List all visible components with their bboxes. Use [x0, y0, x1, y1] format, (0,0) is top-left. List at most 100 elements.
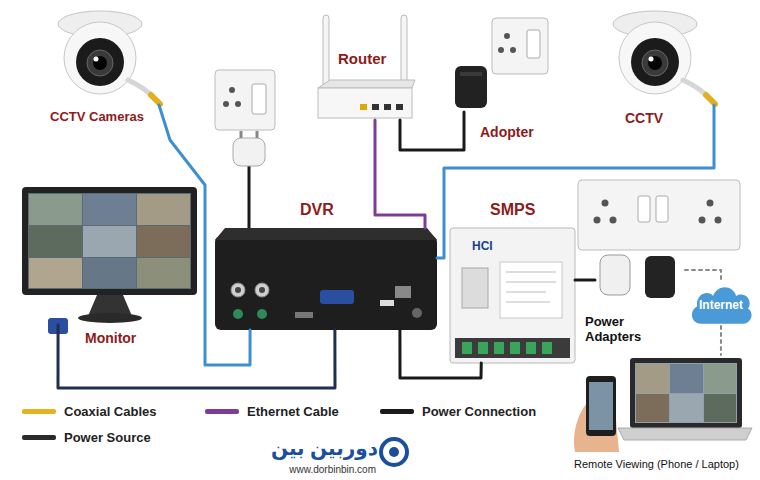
watermark-text: www.dorbinbin.com — [289, 464, 376, 475]
socket-panel-symbol — [715, 217, 722, 224]
smps-symbol — [462, 342, 472, 354]
legend-row: Power Connection — [380, 404, 536, 419]
smps-box: SMPSHCI — [450, 228, 575, 363]
component-label: DVR — [300, 201, 334, 219]
smps-symbol — [450, 228, 575, 363]
left-camera-symbol — [58, 11, 160, 104]
router-symbol — [396, 104, 403, 110]
legend-text: Power Source — [64, 430, 151, 445]
monitor-symbol — [88, 295, 132, 316]
dvr-symbol — [215, 228, 437, 330]
monitor-symbol — [137, 194, 190, 225]
cable-connector — [400, 112, 464, 150]
router-symbol — [372, 104, 379, 110]
socket-panel-symbol — [578, 180, 740, 250]
wall-socket-symbol — [223, 101, 229, 107]
dvr-box: DVR — [215, 228, 437, 330]
legend-swatch — [380, 409, 414, 414]
adapter-symbol — [455, 66, 487, 108]
router-symbol — [401, 15, 407, 85]
dvr-symbol — [233, 309, 243, 319]
wall-socket-symbol — [498, 47, 504, 53]
wall-socket-symbol — [492, 18, 548, 74]
dvr-symbol — [259, 287, 265, 293]
watermark-text: دوربین بین — [271, 436, 378, 460]
smps-symbol — [506, 292, 546, 293]
monitor-symbol — [22, 187, 197, 295]
monitor-symbol — [29, 226, 82, 257]
cable-connector — [437, 105, 714, 258]
remote-device-symbol — [630, 358, 742, 428]
component-label: CCTV Cameras — [50, 110, 144, 125]
socket-panel-symbol — [602, 200, 609, 207]
dvr-symbol — [235, 287, 241, 293]
monitor-symbol — [28, 193, 191, 289]
wall-socket-symbol — [527, 30, 540, 58]
remote-device-symbol — [670, 394, 703, 422]
camera-box: CCTV — [600, 10, 720, 105]
dvr-symbol — [231, 283, 245, 297]
component-label: Remote Viewing (Phone / Laptop) — [574, 458, 739, 471]
smps-symbol — [506, 302, 550, 303]
socket-panel-symbol — [699, 217, 706, 224]
socket-panel-symbol — [707, 200, 714, 207]
wall-socket-symbol — [215, 70, 275, 228]
monitor-symbol — [22, 187, 197, 334]
router-symbol — [318, 80, 415, 88]
cable-connector — [685, 270, 721, 282]
component-label: Router — [338, 50, 386, 67]
remote-device-symbol — [589, 382, 613, 430]
legend-text: Coaxial Cables — [64, 404, 157, 419]
logo-symbol — [389, 447, 399, 457]
component-label: Adopter — [480, 124, 534, 140]
power-adapter-symbol — [645, 256, 675, 298]
remote-device-symbol — [635, 363, 737, 423]
component-label: HCI — [472, 240, 493, 254]
legend-row: Power Source — [22, 430, 151, 445]
monitor-symbol — [83, 258, 136, 288]
adapter-box: Power Adapters — [595, 255, 685, 305]
remote-device-symbol — [636, 394, 669, 422]
dvr-symbol — [395, 286, 411, 298]
right-camera-symbol — [613, 11, 715, 104]
wall-socket-symbol — [215, 70, 275, 130]
remote-device-symbol — [636, 364, 669, 393]
cable-connector — [58, 325, 335, 388]
left-camera-symbol — [58, 11, 160, 104]
logo-symbol — [381, 439, 407, 465]
socket-panel-symbol — [578, 180, 740, 250]
socket-panel-symbol — [594, 217, 601, 224]
logo-symbol — [381, 439, 407, 465]
dvr-symbol — [215, 228, 437, 240]
dvr-symbol — [380, 300, 394, 306]
monitor-symbol — [137, 226, 190, 257]
wall-socket-symbol — [504, 33, 510, 39]
router-symbol — [318, 88, 412, 118]
right-camera-symbol — [613, 11, 715, 104]
smps-symbol — [506, 282, 556, 283]
power-adapter-symbol — [600, 255, 630, 295]
power-adapter-symbol — [600, 255, 675, 298]
router-symbol — [360, 104, 367, 110]
wall-socket-symbol — [240, 131, 243, 138]
smps-symbol — [462, 268, 488, 308]
wall-socket-symbol — [256, 131, 259, 138]
smps-symbol — [526, 342, 536, 354]
dvr-symbol — [215, 236, 437, 330]
smps-symbol — [455, 338, 570, 358]
dvr-symbol — [257, 309, 267, 319]
dvr-symbol — [295, 312, 313, 318]
legend-swatch — [205, 409, 239, 414]
remote-device-symbol — [618, 428, 752, 440]
wall-socket-symbol — [229, 87, 235, 93]
router-symbol — [323, 15, 329, 89]
socket-panel-symbol — [656, 196, 668, 222]
smps-symbol — [510, 342, 520, 354]
socket-panel-symbol — [610, 217, 617, 224]
component-label: CCTV — [625, 110, 663, 126]
legend-swatch — [22, 435, 56, 440]
wall-socket-symbol — [492, 18, 548, 74]
router-box: Router — [315, 15, 415, 120]
wall-socket-symbol — [233, 138, 265, 166]
